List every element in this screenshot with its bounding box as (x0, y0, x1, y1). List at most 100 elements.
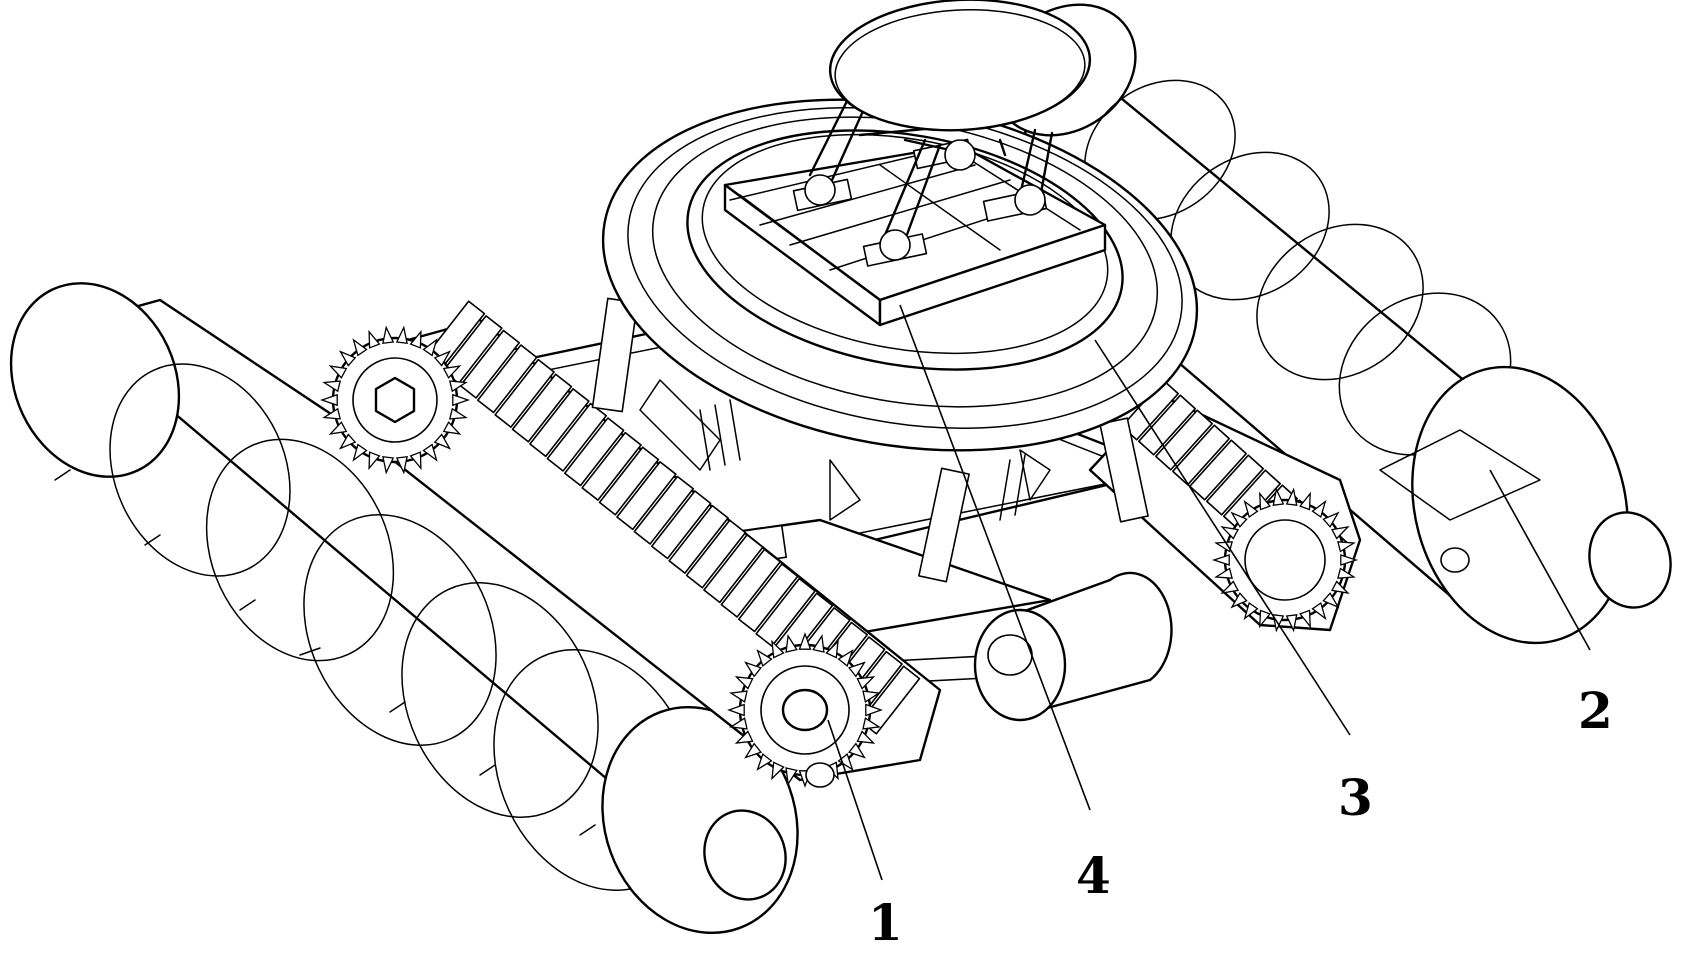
front-sprocket (727, 632, 883, 788)
sprocket-tooth (433, 350, 452, 367)
sprocket-tooth (409, 451, 422, 471)
leader-line-1 (827, 719, 883, 881)
track-link (546, 402, 608, 472)
sprocket-tooth (448, 380, 468, 393)
sprocket-tooth (785, 634, 798, 653)
track-link (581, 431, 642, 501)
sprocket-tooth (727, 703, 745, 717)
sprocket-tooth (322, 380, 342, 393)
track-link (459, 329, 521, 399)
right-track (1088, 379, 1362, 632)
sprocket-tooth (734, 730, 754, 744)
sprocket-tooth (771, 761, 785, 781)
sprocket-tooth (862, 690, 881, 703)
sprocket-tooth (368, 451, 381, 471)
right-sprocket (1211, 487, 1359, 633)
callout-2: 2 (1578, 681, 1613, 740)
center-thruster (973, 571, 1173, 722)
track-link (1189, 439, 1247, 501)
sprocket-tooth (382, 325, 395, 345)
sprocket-tooth (1259, 609, 1271, 629)
sprocket-tooth (812, 634, 825, 653)
sprocket-tooth (856, 730, 876, 744)
sprocket-tooth (729, 690, 748, 703)
sprocket-tooth (729, 717, 748, 730)
sprocket-tooth (1285, 487, 1298, 506)
sprocket-tooth (756, 753, 773, 771)
sprocket-tooth (352, 443, 368, 462)
sprocket-tooth (837, 753, 854, 771)
track-link (1138, 394, 1196, 456)
track-link (685, 519, 747, 589)
sprocket-tooth (1272, 487, 1285, 506)
leader-lines (827, 304, 1591, 881)
track-link (737, 563, 799, 633)
sprocket-tooth (395, 455, 408, 475)
sprocket-tooth (1299, 491, 1311, 511)
sprocket-tooth (1230, 511, 1248, 528)
track-link (598, 446, 660, 516)
sprocket-tooth (352, 338, 368, 357)
track-link (720, 548, 782, 618)
sprocket-tooth (848, 742, 866, 759)
callout-labels: 1 2 3 4 (868, 681, 1613, 952)
sprocket-tooth (319, 393, 338, 407)
callout-3: 3 (1338, 768, 1373, 827)
sprocket-tooth (442, 365, 462, 379)
track-link (668, 504, 729, 574)
sprocket-tooth (422, 338, 438, 357)
sprocket-tooth (798, 632, 812, 650)
sprocket-tooth (448, 407, 468, 420)
sprocket-tooth (1299, 609, 1311, 629)
sprocket-tooth (865, 703, 883, 717)
track-link (529, 388, 590, 458)
sprocket-tooth (322, 407, 342, 420)
sprocket-tooth (1230, 592, 1248, 609)
track-link (1206, 454, 1264, 516)
callout-1: 1 (868, 893, 903, 952)
sprocket-tooth (862, 717, 881, 730)
sprocket-tooth (433, 433, 452, 450)
track-link (563, 417, 625, 487)
track-link (511, 373, 573, 443)
track-link (755, 577, 816, 647)
sprocket-tooth (1337, 567, 1356, 579)
track-link (703, 534, 764, 604)
leader-line-3 (1094, 339, 1351, 736)
track-link (650, 490, 712, 560)
sprocket-tooth (1243, 499, 1259, 519)
sprocket-tooth (409, 329, 422, 349)
sprocket-tooth (756, 649, 773, 667)
sprocket-tooth (1214, 567, 1233, 579)
rear-sprocket (319, 325, 471, 475)
stewart-platform (804, 0, 1092, 261)
leader-line-2 (1489, 469, 1591, 651)
sprocket-tooth (1220, 526, 1239, 540)
left-float (9, 282, 799, 935)
sprocket-tooth (1322, 592, 1340, 609)
sprocket-tooth (856, 676, 876, 690)
sprocket-tooth (1311, 499, 1327, 519)
sprocket-tooth (338, 350, 357, 367)
sprocket-tooth (1311, 601, 1327, 621)
sprocket-tooth (452, 393, 471, 407)
sprocket-tooth (1322, 511, 1340, 528)
sprocket-tooth (368, 329, 381, 349)
sprocket-tooth (328, 421, 348, 435)
sprocket-tooth (1340, 554, 1359, 566)
sprocket-tooth (382, 455, 395, 475)
leader-line-4 (899, 304, 1091, 811)
sprocket-tooth (848, 661, 866, 678)
sprocket-tooth (1331, 526, 1350, 540)
sprocket-tooth (1331, 580, 1350, 594)
sprocket-tooth (785, 767, 798, 786)
sprocket-tooth (1214, 541, 1233, 553)
sprocket-tooth (1259, 491, 1271, 511)
sprocket-tooth (442, 421, 462, 435)
sprocket-tooth (837, 649, 854, 667)
sprocket-tooth (771, 639, 785, 659)
sprocket-tooth (1337, 541, 1356, 553)
sprocket-tooth (338, 433, 357, 450)
track-link (616, 461, 677, 531)
